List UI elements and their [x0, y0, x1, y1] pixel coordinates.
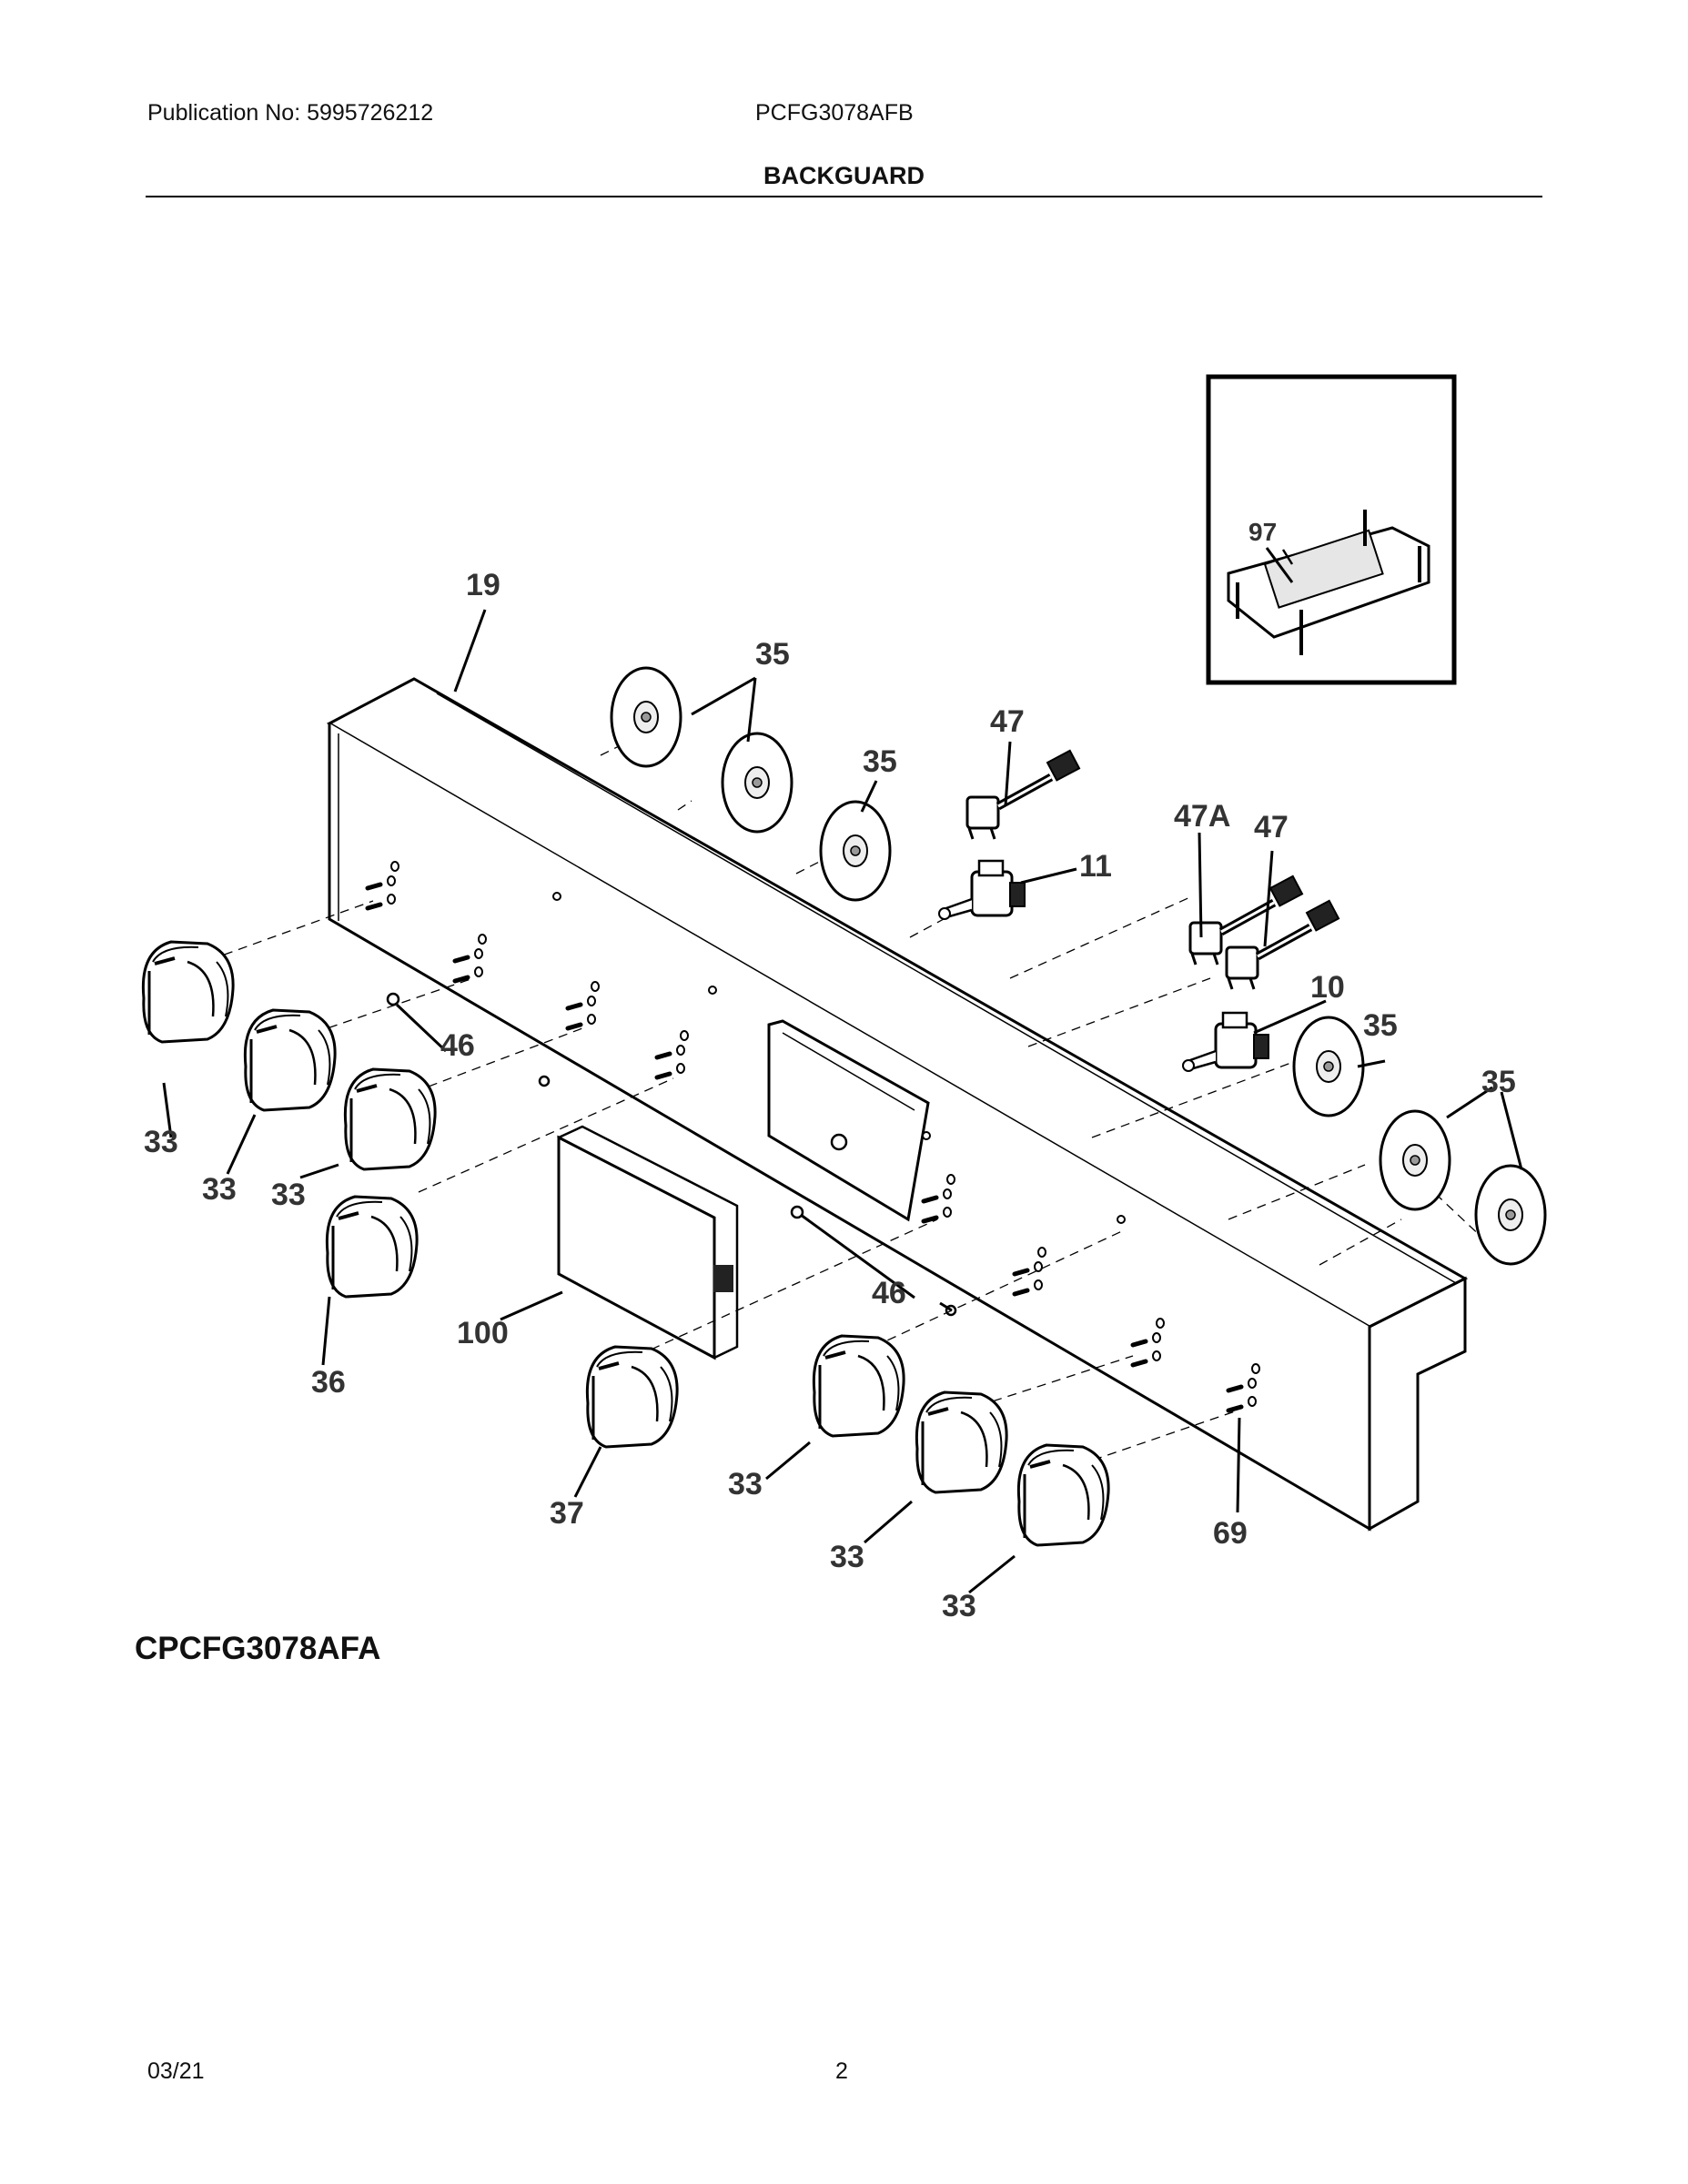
callout-36: 36 [311, 1365, 346, 1400]
callout-11: 11 [1079, 849, 1112, 884]
callout-19: 19 [466, 568, 500, 602]
callout-46-left: 46 [440, 1028, 475, 1063]
footer-date: 03/21 [147, 2058, 205, 2084]
callout-47-right: 47 [1254, 810, 1289, 844]
leader-lines [162, 547, 1523, 1594]
section-title: BACKGUARD [763, 162, 925, 189]
callout-97: 97 [1248, 518, 1277, 546]
variant-label: CPCFG3078AFA [135, 1631, 381, 1666]
wire-harnesses [967, 751, 1339, 989]
callout-33-b: 33 [202, 1172, 237, 1207]
control-board-inset [1206, 374, 1457, 685]
page-number: 2 [835, 2058, 848, 2084]
callout-35-top-b: 35 [863, 744, 897, 779]
callout-33-d: 33 [728, 1467, 763, 1502]
publication-number: Publication No: 5995726212 [147, 100, 434, 126]
callout-33-c: 33 [271, 1178, 306, 1212]
callout-37: 37 [550, 1496, 584, 1531]
callout-47-top: 47 [990, 704, 1025, 739]
callout-46-center: 46 [872, 1276, 906, 1310]
callout-33-a: 33 [144, 1125, 178, 1159]
callout-10: 10 [1310, 970, 1345, 1005]
callout-100: 100 [457, 1316, 509, 1350]
alignment-lines [208, 736, 1502, 1466]
screw-sets [368, 862, 1259, 1410]
header-rule [146, 196, 1542, 197]
model-number: PCFG3078AFB [755, 100, 914, 126]
callout-35-right-a: 35 [1363, 1008, 1398, 1043]
callout-69: 69 [1213, 1516, 1248, 1551]
backguard-panel [326, 677, 1469, 1532]
display-module [557, 1125, 739, 1360]
callout-35-top-a: 35 [755, 637, 790, 672]
callout-33-e: 33 [830, 1540, 864, 1574]
callout-47A: 47A [1174, 799, 1230, 834]
callout-35-right-b: 35 [1481, 1065, 1516, 1099]
callout-33-f: 33 [942, 1589, 976, 1623]
